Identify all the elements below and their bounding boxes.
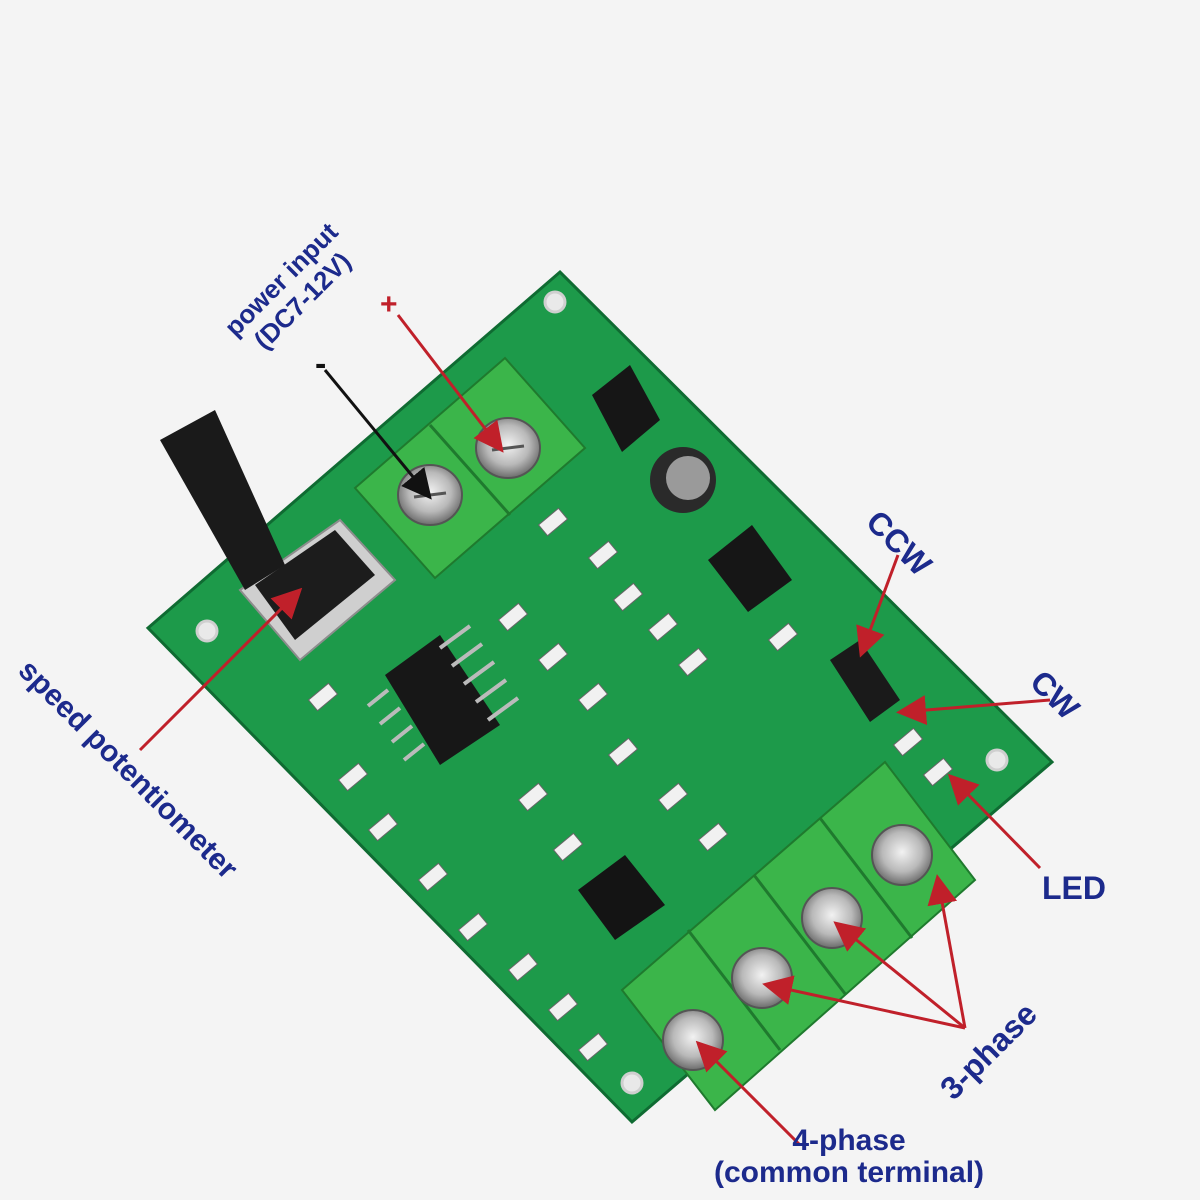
four-phase-line2: (common terminal)	[714, 1156, 985, 1189]
ic-chip-driver	[578, 855, 665, 940]
three-phase-arrow-3	[927, 874, 967, 1029]
potentiometer-arrow	[138, 587, 303, 752]
minus-arrow	[323, 369, 432, 500]
four-phase-line1: 4-phase	[792, 1124, 906, 1157]
motor-terminal-block	[620, 760, 977, 1112]
cw-arrow	[896, 695, 1051, 726]
ic-chip-main	[366, 624, 520, 765]
mounting-hole	[543, 290, 567, 314]
four-phase-arrow	[695, 1040, 802, 1147]
mounting-hole	[985, 748, 1009, 772]
direction-jumper	[830, 640, 900, 722]
mounting-hole	[620, 1071, 644, 1095]
plus-sign: +	[380, 288, 398, 321]
three-phase-arrow-1	[762, 975, 966, 1030]
annotation-arrows	[138, 314, 1051, 1147]
led-arrow	[947, 773, 1042, 870]
minus-sign: -	[315, 345, 327, 383]
voltage-regulator	[592, 365, 792, 612]
led-label: LED	[1042, 870, 1106, 906]
capacitor	[650, 447, 716, 513]
smd-components	[307, 507, 954, 1062]
plus-arrow	[396, 314, 504, 453]
four-phase-label: 4-phase (common terminal)	[714, 1126, 984, 1188]
mounting-hole	[195, 619, 219, 643]
ccw-arrow	[856, 554, 900, 658]
three-phase-arrow-2	[833, 921, 966, 1030]
speed-potentiometer-part	[160, 410, 397, 662]
